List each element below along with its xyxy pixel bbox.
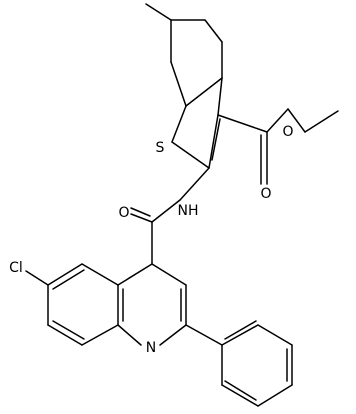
- ester-carbonyl-oxygen-label: O: [260, 186, 271, 202]
- bond: [217, 114, 268, 133]
- bond: [217, 77, 223, 116]
- bond: [221, 384, 259, 407]
- bond: [159, 324, 187, 346]
- bond: [221, 324, 259, 346]
- bond: [224, 320, 257, 340]
- bond: [185, 77, 223, 107]
- bond: [304, 110, 339, 133]
- bond: [171, 105, 187, 143]
- bond: [171, 141, 210, 169]
- bond: [117, 263, 153, 286]
- bond: [47, 263, 83, 286]
- bond: [170, 61, 187, 107]
- bond: [52, 320, 85, 340]
- chlorine-atom-label: Cl: [9, 260, 23, 276]
- bond: [130, 213, 153, 223]
- bond: [81, 263, 119, 286]
- bond: [224, 380, 257, 401]
- amine-nh-label: NH: [178, 203, 199, 219]
- bond: [211, 118, 221, 161]
- bond: [204, 19, 223, 43]
- quinoline-nitrogen-label: N: [146, 340, 156, 356]
- bond: [287, 108, 306, 133]
- bond: [266, 108, 289, 133]
- bond: [257, 324, 293, 346]
- bond: [185, 324, 223, 346]
- bond: [179, 167, 210, 201]
- bond: [47, 324, 83, 346]
- bond: [145, 3, 172, 21]
- bond: [52, 269, 85, 290]
- bond-lines: [25, 3, 339, 407]
- atom-labels: S NH N Cl O O O: [9, 124, 293, 356]
- amide-carbonyl-oxygen-label: O: [118, 205, 129, 221]
- bond: [151, 199, 181, 223]
- sulfur-atom-label: S: [156, 140, 165, 156]
- bond: [151, 263, 187, 286]
- bond: [257, 384, 293, 407]
- bond: [81, 324, 119, 346]
- ester-ether-oxygen-label: O: [282, 124, 293, 140]
- bond: [117, 324, 142, 346]
- bond: [130, 207, 151, 217]
- bond: [208, 114, 219, 169]
- bond: [25, 270, 49, 286]
